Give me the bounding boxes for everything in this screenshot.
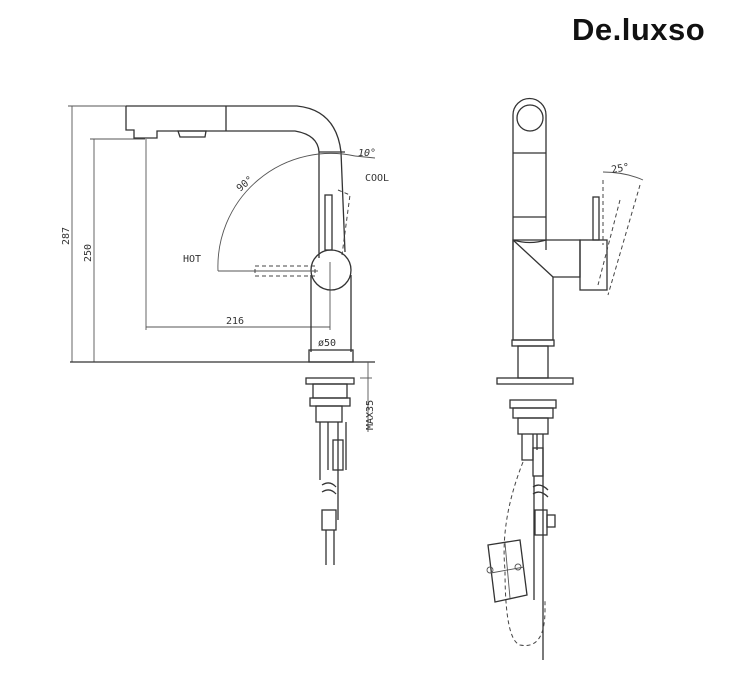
dim-287-label: 287 [61, 227, 72, 245]
side-handle [579, 239, 608, 291]
angle-10-label: 10° [358, 148, 376, 159]
hot-label: HOT [183, 254, 201, 265]
side-spout [512, 97, 547, 250]
angle-90-label: 90° [235, 174, 256, 194]
dim-max35-label: MAX35 [365, 400, 376, 430]
spout-outer [126, 105, 342, 153]
side-weight-box [487, 539, 528, 603]
cool-label: COOL [365, 173, 389, 184]
dim-250-label: 250 [83, 244, 94, 262]
front-view: 287 250 216 ø50 MAX35 90° 10° HOT COOL [61, 105, 389, 565]
dim-base-diameter-label: ø50 [318, 338, 336, 349]
handle-angle-arc [217, 152, 356, 272]
brand-logo: De.luxso [572, 12, 706, 47]
angle-25-label: 25° [611, 162, 631, 176]
side-view: 25° [486, 97, 644, 660]
dim-216-label: 216 [226, 316, 244, 327]
handle-circle [310, 249, 352, 291]
